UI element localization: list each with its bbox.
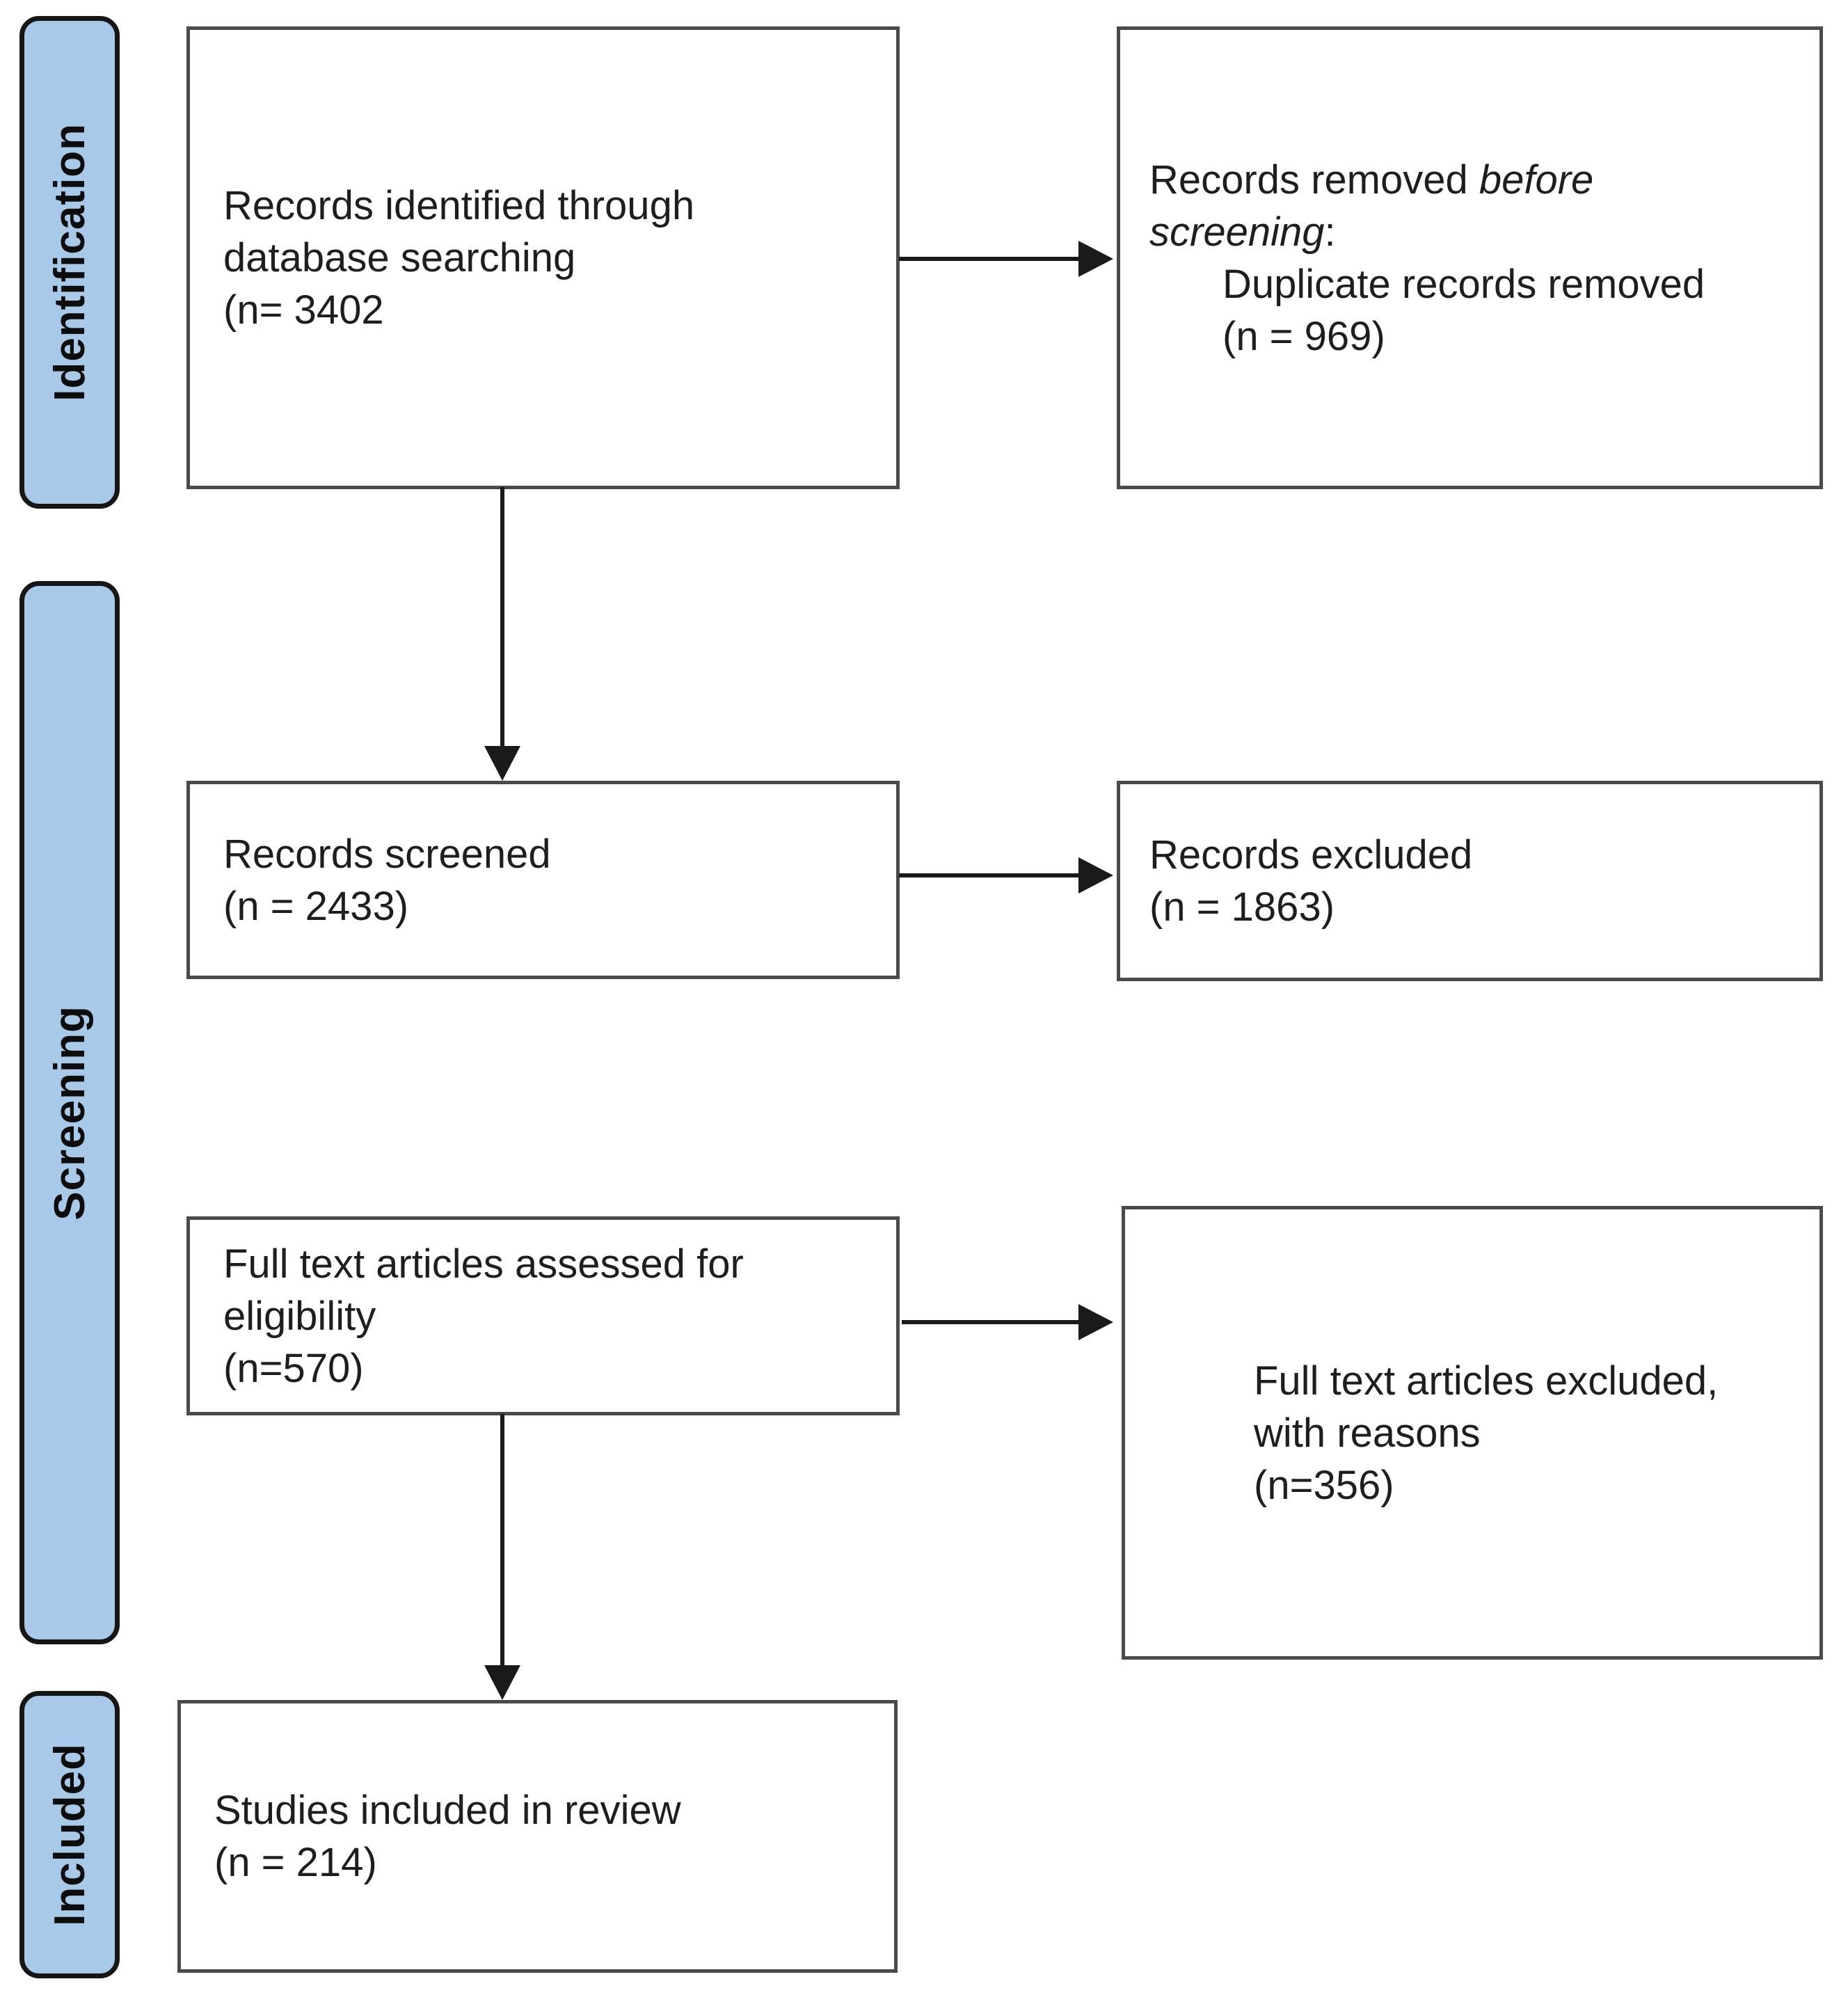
box-studies-included-line-1: Studies included in review <box>214 1788 681 1833</box>
arrow-identified-to-removed-head-icon <box>1078 241 1113 277</box>
box-records-removed: Records removed before screening: Duplic… <box>1117 26 1823 489</box>
stage-label-identification: Identification <box>45 123 94 402</box>
box-fulltext-assessed-line-3: (n=570) <box>223 1345 364 1391</box>
box-studies-included-line-2: (n = 214) <box>214 1840 377 1885</box>
records-removed-colon: : <box>1324 209 1336 255</box>
arrow-identified-to-screened-head-icon <box>484 746 520 781</box>
box-records-removed-line-2: screening: <box>1149 206 1806 258</box>
box-records-screened-line-2: (n = 2433) <box>223 883 409 929</box>
box-fulltext-assessed-line-1: Full text articles assessed for <box>223 1241 744 1287</box>
arrow-identified-to-removed-line <box>899 257 1078 261</box>
box-records-screened: Records screened (n = 2433) <box>186 781 900 979</box>
box-records-identified-line-1: Records identified through <box>223 183 695 228</box>
stage-bar-included: Included <box>19 1691 120 1978</box>
box-records-removed-sub-line-1: Duplicate records removed <box>1222 261 1705 307</box>
box-records-excluded-line-2: (n = 1863) <box>1149 884 1335 930</box>
box-records-excluded-line-1: Records excluded <box>1149 832 1473 877</box>
box-records-excluded: Records excluded (n = 1863) <box>1117 781 1823 981</box>
box-fulltext-excluded-line-1: Full text articles excluded, <box>1254 1358 1719 1404</box>
records-removed-italic-before: before <box>1479 157 1594 202</box>
arrow-fulltext-to-excluded-line <box>902 1320 1078 1324</box>
arrow-fulltext-to-included-line <box>500 1414 504 1665</box>
box-records-removed-sub-line-2: (n = 969) <box>1222 313 1385 359</box>
records-removed-italic-screening: screening <box>1149 209 1325 255</box>
stage-label-included: Included <box>45 1743 94 1926</box>
box-fulltext-excluded-line-2: with reasons <box>1254 1410 1481 1456</box>
box-fulltext-assessed: Full text articles assessed for eligibil… <box>186 1216 900 1415</box>
box-records-identified-line-3: (n= 3402 <box>223 287 384 333</box>
arrow-screened-to-excluded-head-icon <box>1078 857 1113 893</box>
records-removed-text: Records removed <box>1149 157 1479 202</box>
box-records-identified-line-2: database searching <box>223 235 576 280</box>
arrow-fulltext-to-excluded-head-icon <box>1078 1304 1113 1340</box>
box-fulltext-excluded-line-3: (n=356) <box>1254 1462 1394 1508</box>
stage-bar-screening: Screening <box>19 581 120 1644</box>
box-studies-included: Studies included in review (n = 214) <box>177 1700 898 1973</box>
box-records-screened-line-1: Records screened <box>223 831 551 877</box>
box-fulltext-assessed-line-2: eligibility <box>223 1293 376 1339</box>
box-records-removed-line-1: Records removed before <box>1149 154 1806 206</box>
stage-bar-identification: Identification <box>19 16 120 509</box>
arrow-identified-to-screened-line <box>500 487 504 746</box>
stage-label-screening: Screening <box>45 1005 94 1221</box>
arrow-fulltext-to-included-head-icon <box>484 1665 520 1700</box>
box-fulltext-excluded: Full text articles excluded, with reason… <box>1122 1206 1823 1660</box>
arrow-screened-to-excluded-line <box>899 873 1078 877</box>
box-records-identified: Records identified through database sear… <box>186 26 900 489</box>
